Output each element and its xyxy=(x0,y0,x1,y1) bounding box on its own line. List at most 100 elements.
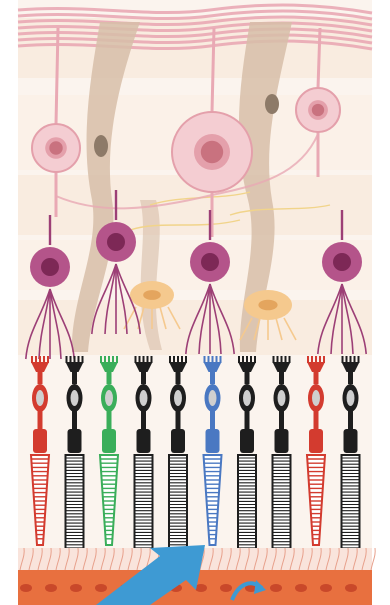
terminal-spine xyxy=(358,356,360,363)
terminal-spine xyxy=(208,356,210,363)
terminal-spine xyxy=(315,356,317,363)
inner-segment xyxy=(171,429,185,453)
bipolar-nucleus xyxy=(41,258,59,276)
terminal-spine xyxy=(204,356,206,363)
cell-nucleus xyxy=(140,390,148,406)
inner-fiber xyxy=(210,372,215,384)
terminal-spine xyxy=(285,356,287,363)
terminal-spine xyxy=(185,356,187,363)
cell-nucleus xyxy=(105,390,113,406)
terminal-spine xyxy=(354,356,356,363)
terminal-spine xyxy=(116,356,118,363)
terminal-spine xyxy=(39,356,41,363)
terminal-spine xyxy=(311,356,313,363)
ganglion-axon xyxy=(56,28,58,124)
inner-segment-stalk xyxy=(348,411,353,429)
inner-fiber xyxy=(38,372,43,384)
terminal-spine xyxy=(169,356,171,363)
inner-segment-stalk xyxy=(245,411,250,429)
epithelium-cell xyxy=(295,584,307,592)
terminal-spine xyxy=(220,356,222,363)
inner-segment-stalk xyxy=(107,411,112,429)
terminal-spine xyxy=(35,356,37,363)
inner-segment-stalk xyxy=(38,411,43,429)
inner-segment xyxy=(102,429,116,453)
cell-nucleus xyxy=(174,390,182,406)
terminal-spine xyxy=(307,356,309,363)
inner-segment xyxy=(206,429,220,453)
inner-fiber xyxy=(314,372,319,384)
inner-fiber xyxy=(279,372,284,384)
terminal-spine xyxy=(216,356,218,363)
epithelium-cell xyxy=(70,584,82,592)
epithelium-cell xyxy=(270,584,282,592)
inner-segment xyxy=(275,429,289,453)
terminal-spine xyxy=(135,356,137,363)
cell-nucleus xyxy=(209,390,217,406)
cell-nucleus xyxy=(278,390,286,406)
terminal-spine xyxy=(323,356,325,363)
cell-nucleus xyxy=(36,390,44,406)
muller-nucleus xyxy=(94,135,108,157)
terminal-spine xyxy=(78,356,80,363)
terminal-spine xyxy=(112,356,114,363)
inner-segment xyxy=(137,429,151,453)
ganglion-axon xyxy=(318,28,320,88)
terminal-spine xyxy=(147,356,149,363)
terminal-spine xyxy=(246,356,248,363)
terminal-spine xyxy=(346,356,348,363)
terminal-spine xyxy=(70,356,72,363)
cell-nucleus xyxy=(71,390,79,406)
inner-segment-stalk xyxy=(314,411,319,429)
ganglion-nucleus xyxy=(201,141,223,163)
cell-nucleus xyxy=(243,390,251,406)
terminal-spine xyxy=(238,356,240,363)
inner-segment xyxy=(68,429,82,453)
terminal-spine xyxy=(273,356,275,363)
terminal-spine xyxy=(242,356,244,363)
terminal-spine xyxy=(181,356,183,363)
inner-segment xyxy=(344,429,358,453)
inner-segment-stalk xyxy=(279,411,284,429)
terminal-spine xyxy=(151,356,153,363)
terminal-spine xyxy=(350,356,352,363)
terminal-spine xyxy=(143,356,145,363)
bipolar-nucleus xyxy=(333,253,351,271)
ganglion-axon xyxy=(212,28,214,112)
terminal-spine xyxy=(139,356,141,363)
horizontal-nucleus xyxy=(143,290,161,300)
terminal-spine xyxy=(104,356,106,363)
terminal-spine xyxy=(289,356,291,363)
terminal-spine xyxy=(108,356,110,363)
epithelium-cell xyxy=(320,584,332,592)
inner-fiber xyxy=(107,372,112,384)
terminal-spine xyxy=(342,356,344,363)
terminal-spine xyxy=(100,356,102,363)
epithelium-cell xyxy=(345,584,357,592)
cell-nucleus xyxy=(347,390,355,406)
muller-nucleus xyxy=(265,94,279,114)
bipolar-nucleus xyxy=(107,233,125,251)
inner-segment-stalk xyxy=(176,411,181,429)
inner-segment-stalk xyxy=(210,411,215,429)
inner-segment-stalk xyxy=(72,411,77,429)
terminal-spine xyxy=(277,356,279,363)
inner-fiber xyxy=(141,372,146,384)
terminal-spine xyxy=(212,356,214,363)
terminal-spine xyxy=(43,356,45,363)
inner-fiber xyxy=(245,372,250,384)
bipolar-nucleus xyxy=(201,253,219,271)
terminal-spine xyxy=(82,356,84,363)
inner-segment xyxy=(309,429,323,453)
epithelium-cell xyxy=(95,584,107,592)
terminal-spine xyxy=(281,356,283,363)
epithelium-cell xyxy=(220,584,232,592)
terminal-spine xyxy=(173,356,175,363)
terminal-spine xyxy=(250,356,252,363)
cell-nucleus xyxy=(312,390,320,406)
ganglion-nucleus xyxy=(312,104,324,116)
inner-segment-stalk xyxy=(141,411,146,429)
inner-segment xyxy=(33,429,47,453)
